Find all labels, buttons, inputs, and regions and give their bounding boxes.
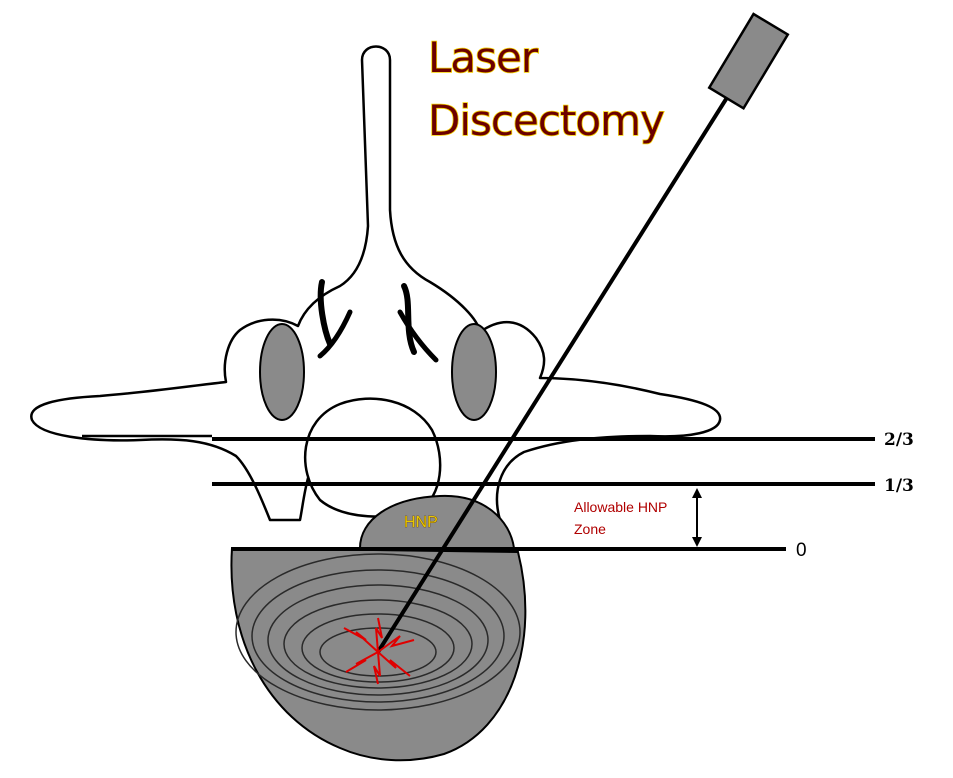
zone-label-line-2: Zone — [574, 521, 606, 537]
level-label-one-third: 1/3 — [884, 476, 914, 496]
title-line-1: Laser — [428, 33, 539, 82]
vertebra — [30, 45, 722, 528]
title-line-2: Discectomy — [428, 96, 664, 145]
hnp-label: HNP — [404, 514, 438, 531]
double-arrow-icon — [692, 488, 702, 547]
right-facet-joint — [451, 323, 497, 421]
diagram-title: Laser Discectomy — [427, 32, 666, 146]
allowable-zone-annotation: Allowable HNP Zone — [574, 488, 702, 547]
annulus-rings — [235, 553, 521, 711]
left-facet-joint — [259, 323, 305, 421]
level-label-two-thirds: 2/3 — [884, 430, 914, 450]
laser-spark-icon — [343, 617, 415, 685]
level-label-zero: 0 — [796, 540, 807, 561]
hnp-bulge: HNP — [358, 494, 516, 549]
probe-handle — [707, 12, 790, 111]
reference-levels: 2/3 1/3 0 — [82, 430, 914, 561]
laser-probe — [376, 12, 790, 654]
zone-label-line-1: Allowable HNP — [574, 499, 667, 515]
